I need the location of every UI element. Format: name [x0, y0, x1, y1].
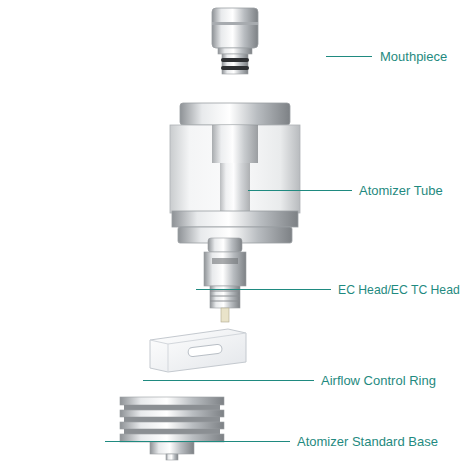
part-label: Mouthpiece: [380, 49, 447, 65]
part-label: Atomizer Standard Base: [297, 434, 438, 450]
atomizer-base-part: [120, 397, 224, 460]
atomizer-tube-part: [170, 103, 300, 243]
part-label: EC Head/EC TC Head: [338, 282, 460, 298]
leader-line: [196, 289, 331, 290]
leader-line: [326, 56, 372, 57]
coil-head-part: [204, 238, 246, 322]
leader-line: [248, 190, 352, 191]
leader-line: [105, 441, 290, 442]
leader-line: [143, 380, 314, 381]
part-label: Atomizer Tube: [359, 183, 443, 199]
airflow-ring-part: [150, 329, 246, 372]
mouthpiece-part: [212, 8, 258, 74]
part-label: Airflow Control Ring: [321, 373, 436, 389]
